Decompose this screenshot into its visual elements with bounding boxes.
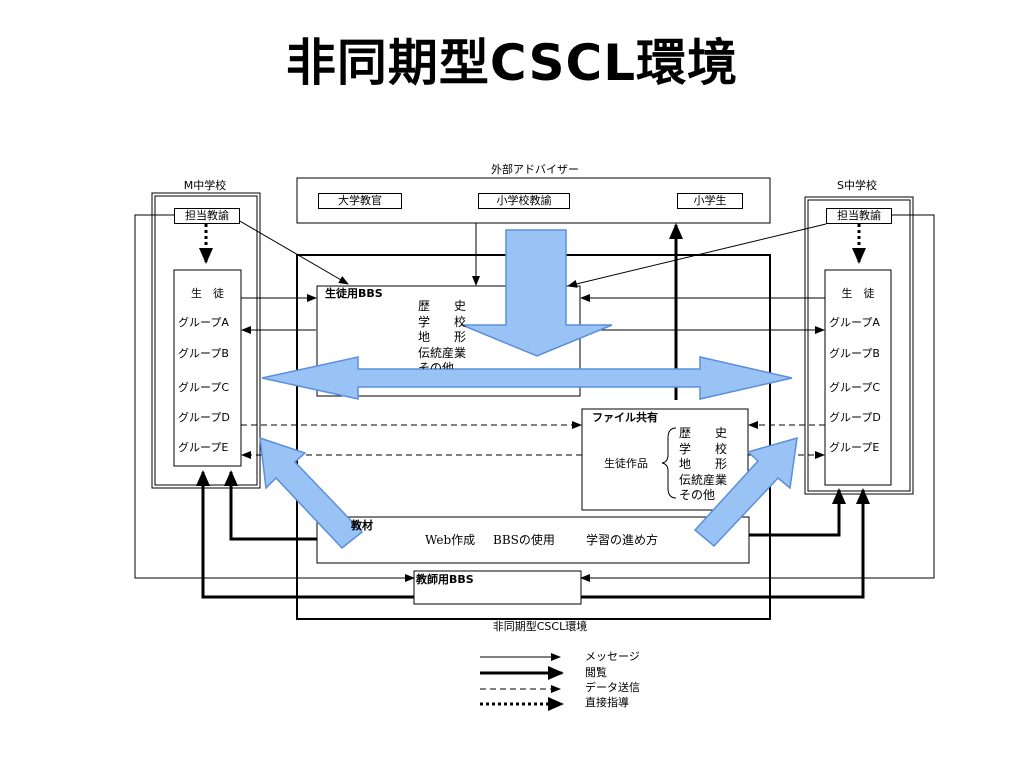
file-share-brace (661, 427, 677, 499)
file-share-label: ファイル共有 (592, 411, 658, 424)
m-group-c: グループC (178, 381, 230, 394)
student-bbs-subject: 地 形 (418, 330, 467, 344)
m-group-a: グループA (178, 316, 229, 329)
materials-bbs-usage: BBSの使用 (493, 533, 555, 547)
m-group-e: グループE (178, 441, 229, 454)
s-group-b: グループB (829, 347, 880, 360)
m-teacher-label: 担当教諭 (174, 208, 240, 224)
m-teacher-to-teacher-bbs-line (134, 214, 415, 582)
file-share-box (581, 408, 749, 511)
s-students-label: 生 徒 (841, 287, 875, 300)
m-students-box (173, 269, 242, 467)
s-group-big-up-arrow (693, 436, 798, 548)
materials-progress: 学習の進め方 (586, 533, 659, 547)
s-school-caption: S中学校 (837, 179, 877, 192)
advisor-elementary-student: 小学生 (677, 193, 743, 209)
s-group-d: グループD (829, 411, 881, 424)
s-group-a: グループA (829, 316, 880, 329)
environment-caption: 非同期型CSCL環境 (492, 620, 588, 633)
s-teacher-label: 担当教諭 (826, 208, 892, 224)
student-bbs-subject: その他 (418, 361, 455, 369)
m-group-big-up-arrow (259, 436, 364, 550)
s-group-e: グループE (829, 441, 880, 454)
legend-browse: 閲覧 (585, 666, 607, 679)
s-teacher-to-teacher-bbs-line (580, 214, 935, 582)
student-bbs-subject-list: 歴 史 学 校 地 形 伝統産業 その他 (418, 299, 488, 369)
advisor-big-down-arrow (461, 229, 613, 357)
m-school-frame (151, 192, 261, 489)
advisor-professor: 大学教官 (318, 193, 402, 209)
exchange-big-double-arrow (261, 356, 793, 400)
student-bbs-subject: 歴 史 (418, 299, 467, 313)
s-materials-browse-arrow (749, 488, 846, 537)
student-bbs-subject: 伝統産業 (418, 345, 467, 360)
advisor-caption: 外部アドバイザー (491, 163, 579, 176)
advisor-elementary-teacher: 小学校教諭 (478, 193, 570, 209)
m-materials-browse-arrow (224, 470, 317, 541)
file-share-subject-list: 歴 史 学 校 地 形 伝統産業 その他 (679, 426, 727, 504)
teacher-bbs-label: 教師用BBS (416, 573, 474, 586)
student-bbs-label: 生徒用BBS (325, 287, 383, 300)
materials-web: Web作成 (425, 533, 476, 547)
slide-title: 非同期型CSCL環境 (285, 34, 739, 92)
m-group-b: グループB (178, 347, 229, 360)
m-group-d: グループD (178, 411, 230, 424)
s-students-box (824, 269, 892, 486)
materials-label: 教材 (351, 519, 373, 532)
file-share-subject: その他 (679, 488, 716, 502)
student-bbs-subject: 学 校 (418, 314, 467, 329)
file-share-subject: 地 形 (679, 457, 728, 471)
m-teacher-message-line (237, 219, 349, 285)
legend-direct-guidance: 直接指導 (585, 696, 629, 709)
s-group-c: グループC (829, 381, 881, 394)
m-students-label: 生 徒 (191, 287, 224, 300)
s-teacher-message-line (567, 223, 827, 288)
m-teacher-bbs-browse-arrow (196, 470, 414, 599)
student-works-label: 生徒作品 (604, 457, 648, 470)
materials-box (316, 516, 750, 564)
file-share-subject: 歴 史 (679, 426, 728, 440)
teacher-bbs-box (413, 570, 582, 605)
legend-message: メッセージ (585, 650, 640, 663)
m-school-caption: M中学校 (183, 179, 227, 192)
s-teacher-bbs-browse-arrow (581, 488, 870, 599)
legend-data-send: データ送信 (585, 681, 640, 694)
file-share-subject: 伝統産業 (679, 472, 728, 487)
file-share-subject: 学 校 (679, 441, 728, 456)
